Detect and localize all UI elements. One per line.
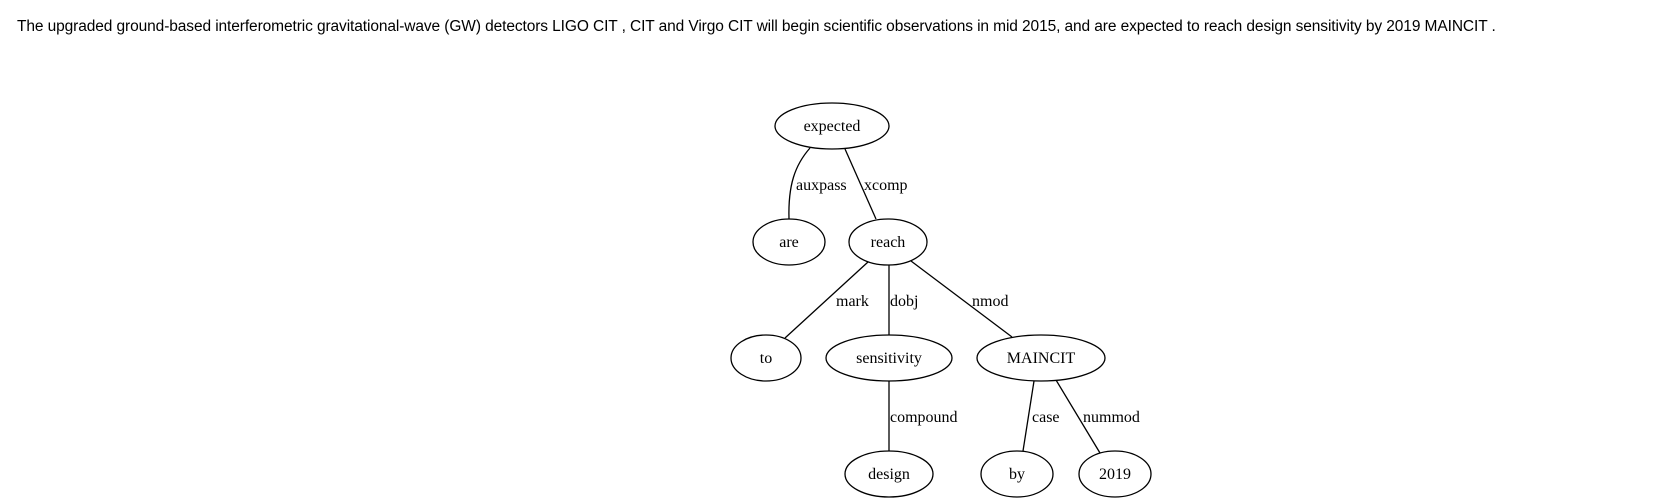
node-shape-by <box>980 450 1054 498</box>
node-to: to <box>730 334 802 382</box>
node-shape-design <box>844 450 934 498</box>
node-design: design <box>844 450 934 498</box>
edge-label-xcomp: xcomp <box>864 177 908 194</box>
edge-label-auxpass: auxpass <box>796 177 847 194</box>
edge-label-dobj: dobj <box>890 293 918 310</box>
edge-label-nmod: nmod <box>972 293 1008 310</box>
edge-label-mark: mark <box>836 293 869 310</box>
edge-label-case: case <box>1032 409 1060 426</box>
node-are: are <box>752 218 826 266</box>
edge-reach-to <box>784 261 869 339</box>
edge-expected-reach <box>844 148 877 220</box>
node-label-reach: reach <box>871 234 906 251</box>
edge-reach-maincit <box>910 260 1013 338</box>
node-label-n2019: 2019 <box>1099 466 1131 483</box>
node-shape-are <box>752 218 826 266</box>
node-shape-to <box>730 334 802 382</box>
edge-label-nummod: nummod <box>1083 409 1140 426</box>
edge-maincit-n2019 <box>1055 379 1101 454</box>
node-sensitivity: sensitivity <box>825 334 953 382</box>
node-reach: reach <box>848 218 928 266</box>
edge-label-compound: compound <box>890 409 958 426</box>
node-label-design: design <box>868 466 910 483</box>
node-n2019: 2019 <box>1078 450 1152 498</box>
nodes-layer: expected are reach to sensitivity MAINCIT desi… <box>730 102 1152 498</box>
node-shape-reach <box>848 218 928 266</box>
edge-expected-are <box>788 147 811 220</box>
node-label-maincit: MAINCIT <box>1007 350 1076 367</box>
node-label-to: to <box>760 350 772 367</box>
node-label-by: by <box>1009 466 1025 483</box>
node-shape-maincit <box>976 334 1106 382</box>
node-label-are: are <box>779 234 799 251</box>
node-shape-sensitivity <box>825 334 953 382</box>
node-label-sensitivity: sensitivity <box>856 350 922 367</box>
node-shape-n2019 <box>1078 450 1152 498</box>
node-expected: expected <box>774 102 890 150</box>
node-label-expected: expected <box>804 118 861 135</box>
sentence-text: The upgraded ground-based interferometri… <box>17 18 1496 35</box>
edge-maincit-by <box>1022 380 1035 452</box>
node-shape-expected <box>774 102 890 150</box>
edges-layer: auxpass xcomp mark dobj nmod compound case numm… <box>784 147 1140 454</box>
node-by: by <box>980 450 1054 498</box>
node-maincit: MAINCIT <box>976 334 1106 382</box>
